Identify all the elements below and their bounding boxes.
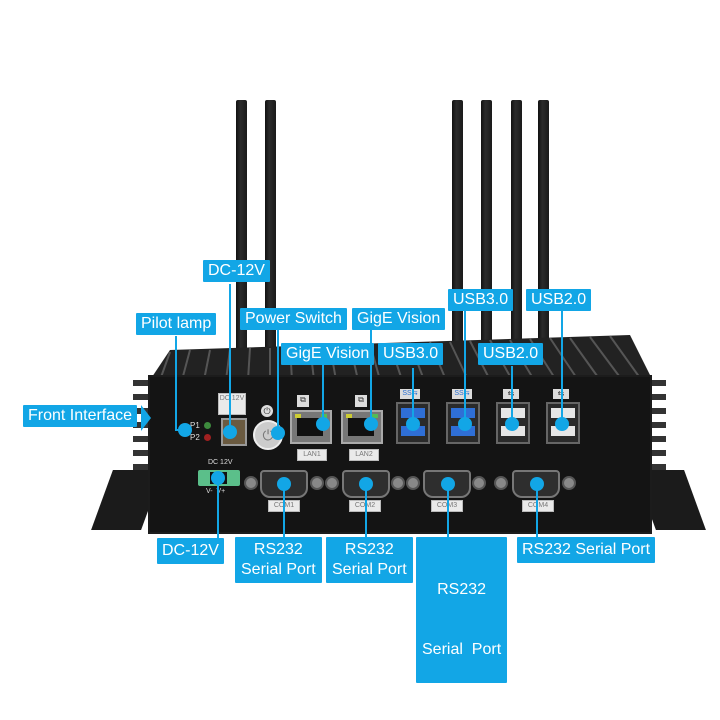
lan2-label: LAN2 bbox=[349, 449, 379, 461]
com1-screw-right bbox=[310, 476, 324, 490]
dc-jack-label: DC 12V bbox=[218, 393, 246, 415]
callout-line-rs232-2 bbox=[365, 484, 367, 540]
com2-screw-left bbox=[325, 476, 339, 490]
label-usb30-mid: USB3.0 bbox=[378, 343, 444, 365]
callout-line-power-switch bbox=[277, 330, 279, 434]
com1-screw-left bbox=[244, 476, 258, 490]
antenna-right-4 bbox=[538, 100, 549, 360]
usb3-port-pair-2[interactable] bbox=[446, 402, 480, 444]
callout-dot-gige-top bbox=[364, 417, 378, 431]
callout-line-dc12v-bottom bbox=[217, 478, 219, 540]
callout-dot-usb30-top bbox=[458, 417, 472, 431]
callout-line-usb30-top bbox=[464, 311, 466, 424]
led-p2-label: P2 bbox=[190, 433, 200, 442]
com3-screw-left bbox=[406, 476, 420, 490]
terminal-pins-label: V- V+ bbox=[206, 488, 226, 495]
callout-dot-gige-mid bbox=[316, 417, 330, 431]
terminal-label: DC 12V bbox=[208, 459, 233, 466]
callout-line-rs232-1 bbox=[283, 484, 285, 540]
callout-dot-rs232-1 bbox=[277, 477, 291, 491]
com3-screw-right bbox=[472, 476, 486, 490]
com4-screw-left bbox=[494, 476, 508, 490]
led-p1-label: P1 bbox=[190, 421, 200, 430]
label-rs232-1-line2: Serial Port bbox=[241, 561, 316, 578]
label-rs232-3: RS232 Serial Port bbox=[416, 537, 508, 683]
label-rs232-2-line1: RS232 bbox=[344, 541, 394, 558]
label-rs232-3-line2: Serial Port bbox=[422, 641, 502, 658]
label-rs232-1: RS232 Serial Port bbox=[235, 537, 322, 583]
callout-line-gige-mid bbox=[322, 365, 324, 425]
antenna-left-2 bbox=[265, 100, 276, 360]
label-pilot-lamp: Pilot lamp bbox=[136, 313, 217, 335]
lan2-port[interactable] bbox=[341, 410, 383, 444]
com2-screw-right bbox=[391, 476, 405, 490]
network-icon-lan1: ⧉ bbox=[297, 395, 309, 407]
label-gige-vision-top: GigE Vision bbox=[352, 308, 446, 330]
usb3-icon-1: SS⇆ bbox=[400, 389, 420, 399]
callout-dot-usb20-top bbox=[555, 417, 569, 431]
label-dc12v-bottom: DC-12V bbox=[157, 538, 224, 564]
led-p1-green bbox=[204, 422, 211, 429]
com4-screw-right bbox=[562, 476, 576, 490]
network-icon-lan2: ⧉ bbox=[355, 395, 367, 407]
callout-dot-power-switch bbox=[271, 426, 285, 440]
side-fins-right bbox=[650, 380, 666, 470]
callout-line-usb30-mid bbox=[412, 368, 414, 424]
antenna-left-1 bbox=[236, 100, 247, 360]
callout-line-dc12v-top bbox=[229, 284, 231, 434]
label-rs232-4: RS232 Serial Port bbox=[517, 537, 656, 563]
callout-dot-rs232-3 bbox=[441, 477, 455, 491]
antenna-right-3 bbox=[511, 100, 522, 360]
label-usb20-mid: USB2.0 bbox=[478, 343, 544, 365]
label-rs232-3-line1: RS232 bbox=[437, 581, 487, 598]
label-dc12v-top: DC-12V bbox=[203, 260, 270, 282]
callout-line-gige-top bbox=[370, 330, 372, 425]
com4-label: COM4 bbox=[522, 500, 554, 512]
callout-dot-dc12v-top bbox=[223, 425, 237, 439]
label-usb30-top: USB3.0 bbox=[448, 289, 514, 311]
callout-dot-rs232-4 bbox=[530, 477, 544, 491]
power-icon-marker: ⏻ bbox=[261, 405, 273, 417]
callout-line-usb20-mid bbox=[511, 366, 513, 424]
callout-line-pilot-lamp bbox=[175, 336, 177, 430]
label-power-switch: Power Switch bbox=[240, 308, 347, 330]
callout-dot-rs232-2 bbox=[359, 477, 373, 491]
callout-line-usb20-top bbox=[561, 311, 563, 424]
antenna-right-2 bbox=[481, 100, 492, 360]
label-gige-vision-mid: GigE Vision bbox=[281, 343, 375, 365]
label-rs232-2-line2: Serial Port bbox=[332, 561, 407, 578]
lan1-label: LAN1 bbox=[297, 449, 327, 461]
callout-dot-pilot-lamp bbox=[178, 423, 192, 437]
antenna-right-1 bbox=[452, 100, 463, 360]
callout-line-rs232-4 bbox=[536, 484, 538, 540]
front-interface-pointer bbox=[141, 405, 151, 431]
led-p2-red bbox=[204, 434, 211, 441]
usb3-icon-2: SS⇆ bbox=[452, 389, 472, 399]
callout-dot-dc12v-bottom bbox=[211, 471, 225, 485]
label-rs232-2: RS232 Serial Port bbox=[326, 537, 413, 583]
callout-line-rs232-3 bbox=[447, 484, 449, 540]
callout-dot-usb20-mid bbox=[505, 417, 519, 431]
lan1-port[interactable] bbox=[290, 410, 332, 444]
callout-dot-usb30-mid bbox=[406, 417, 420, 431]
label-usb20-top: USB2.0 bbox=[526, 289, 592, 311]
label-front-interface: Front Interface bbox=[23, 405, 138, 427]
label-rs232-1-line1: RS232 bbox=[253, 541, 303, 558]
